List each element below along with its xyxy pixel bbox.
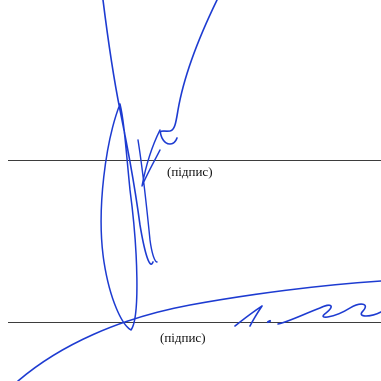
signature-1-hook	[141, 129, 161, 187]
signature-1-loop	[100, 103, 138, 331]
signature-caption-1: (підпис)	[167, 164, 213, 179]
signature-2-letter-1	[234, 305, 263, 327]
signature-1-flourish	[159, 0, 218, 145]
signature-line-1	[8, 160, 381, 161]
signature-caption-2: (підпис)	[160, 330, 206, 345]
signature-line-2	[8, 322, 381, 323]
signature-1-stem	[102, 0, 154, 265]
signature-1-stroke	[137, 139, 158, 263]
